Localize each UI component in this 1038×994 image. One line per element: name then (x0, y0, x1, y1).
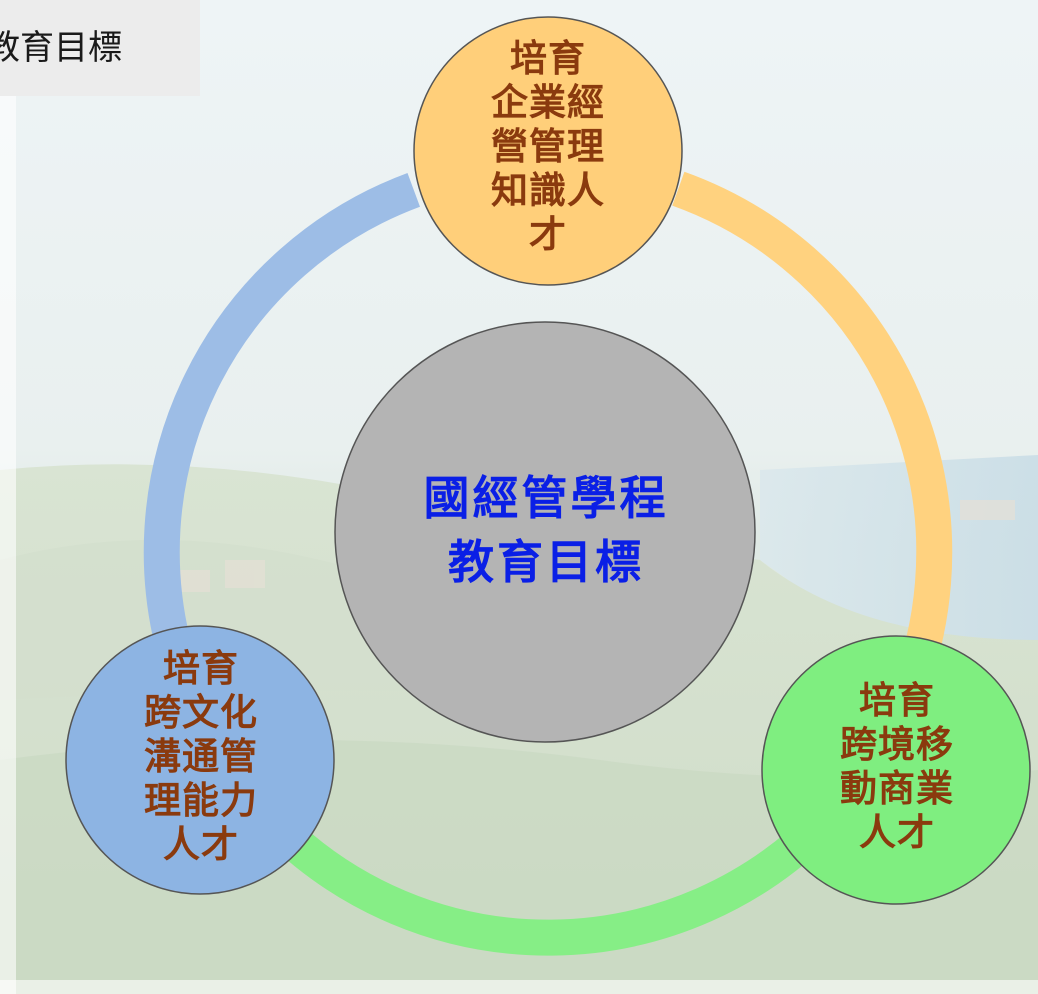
node-circle-left (65, 625, 335, 895)
slide-title-tag: 教育目標 (0, 0, 200, 96)
center-label: 國經管學程 教育目標 (423, 471, 669, 589)
node-label-left: 培育 跨文化 溝通管 理能力 人才 (144, 647, 258, 866)
ring-arc-left-to-top (143, 172, 421, 673)
center-circle (334, 321, 756, 743)
node-label-top: 培育 企業經 營管理 知識人 才 (491, 37, 605, 256)
node-circle-top (413, 16, 683, 286)
node-circle-right (761, 635, 1031, 905)
node-label-right: 培育 跨境移 動商業 人才 (840, 679, 954, 854)
ring-arc-right-to-left (265, 809, 837, 956)
